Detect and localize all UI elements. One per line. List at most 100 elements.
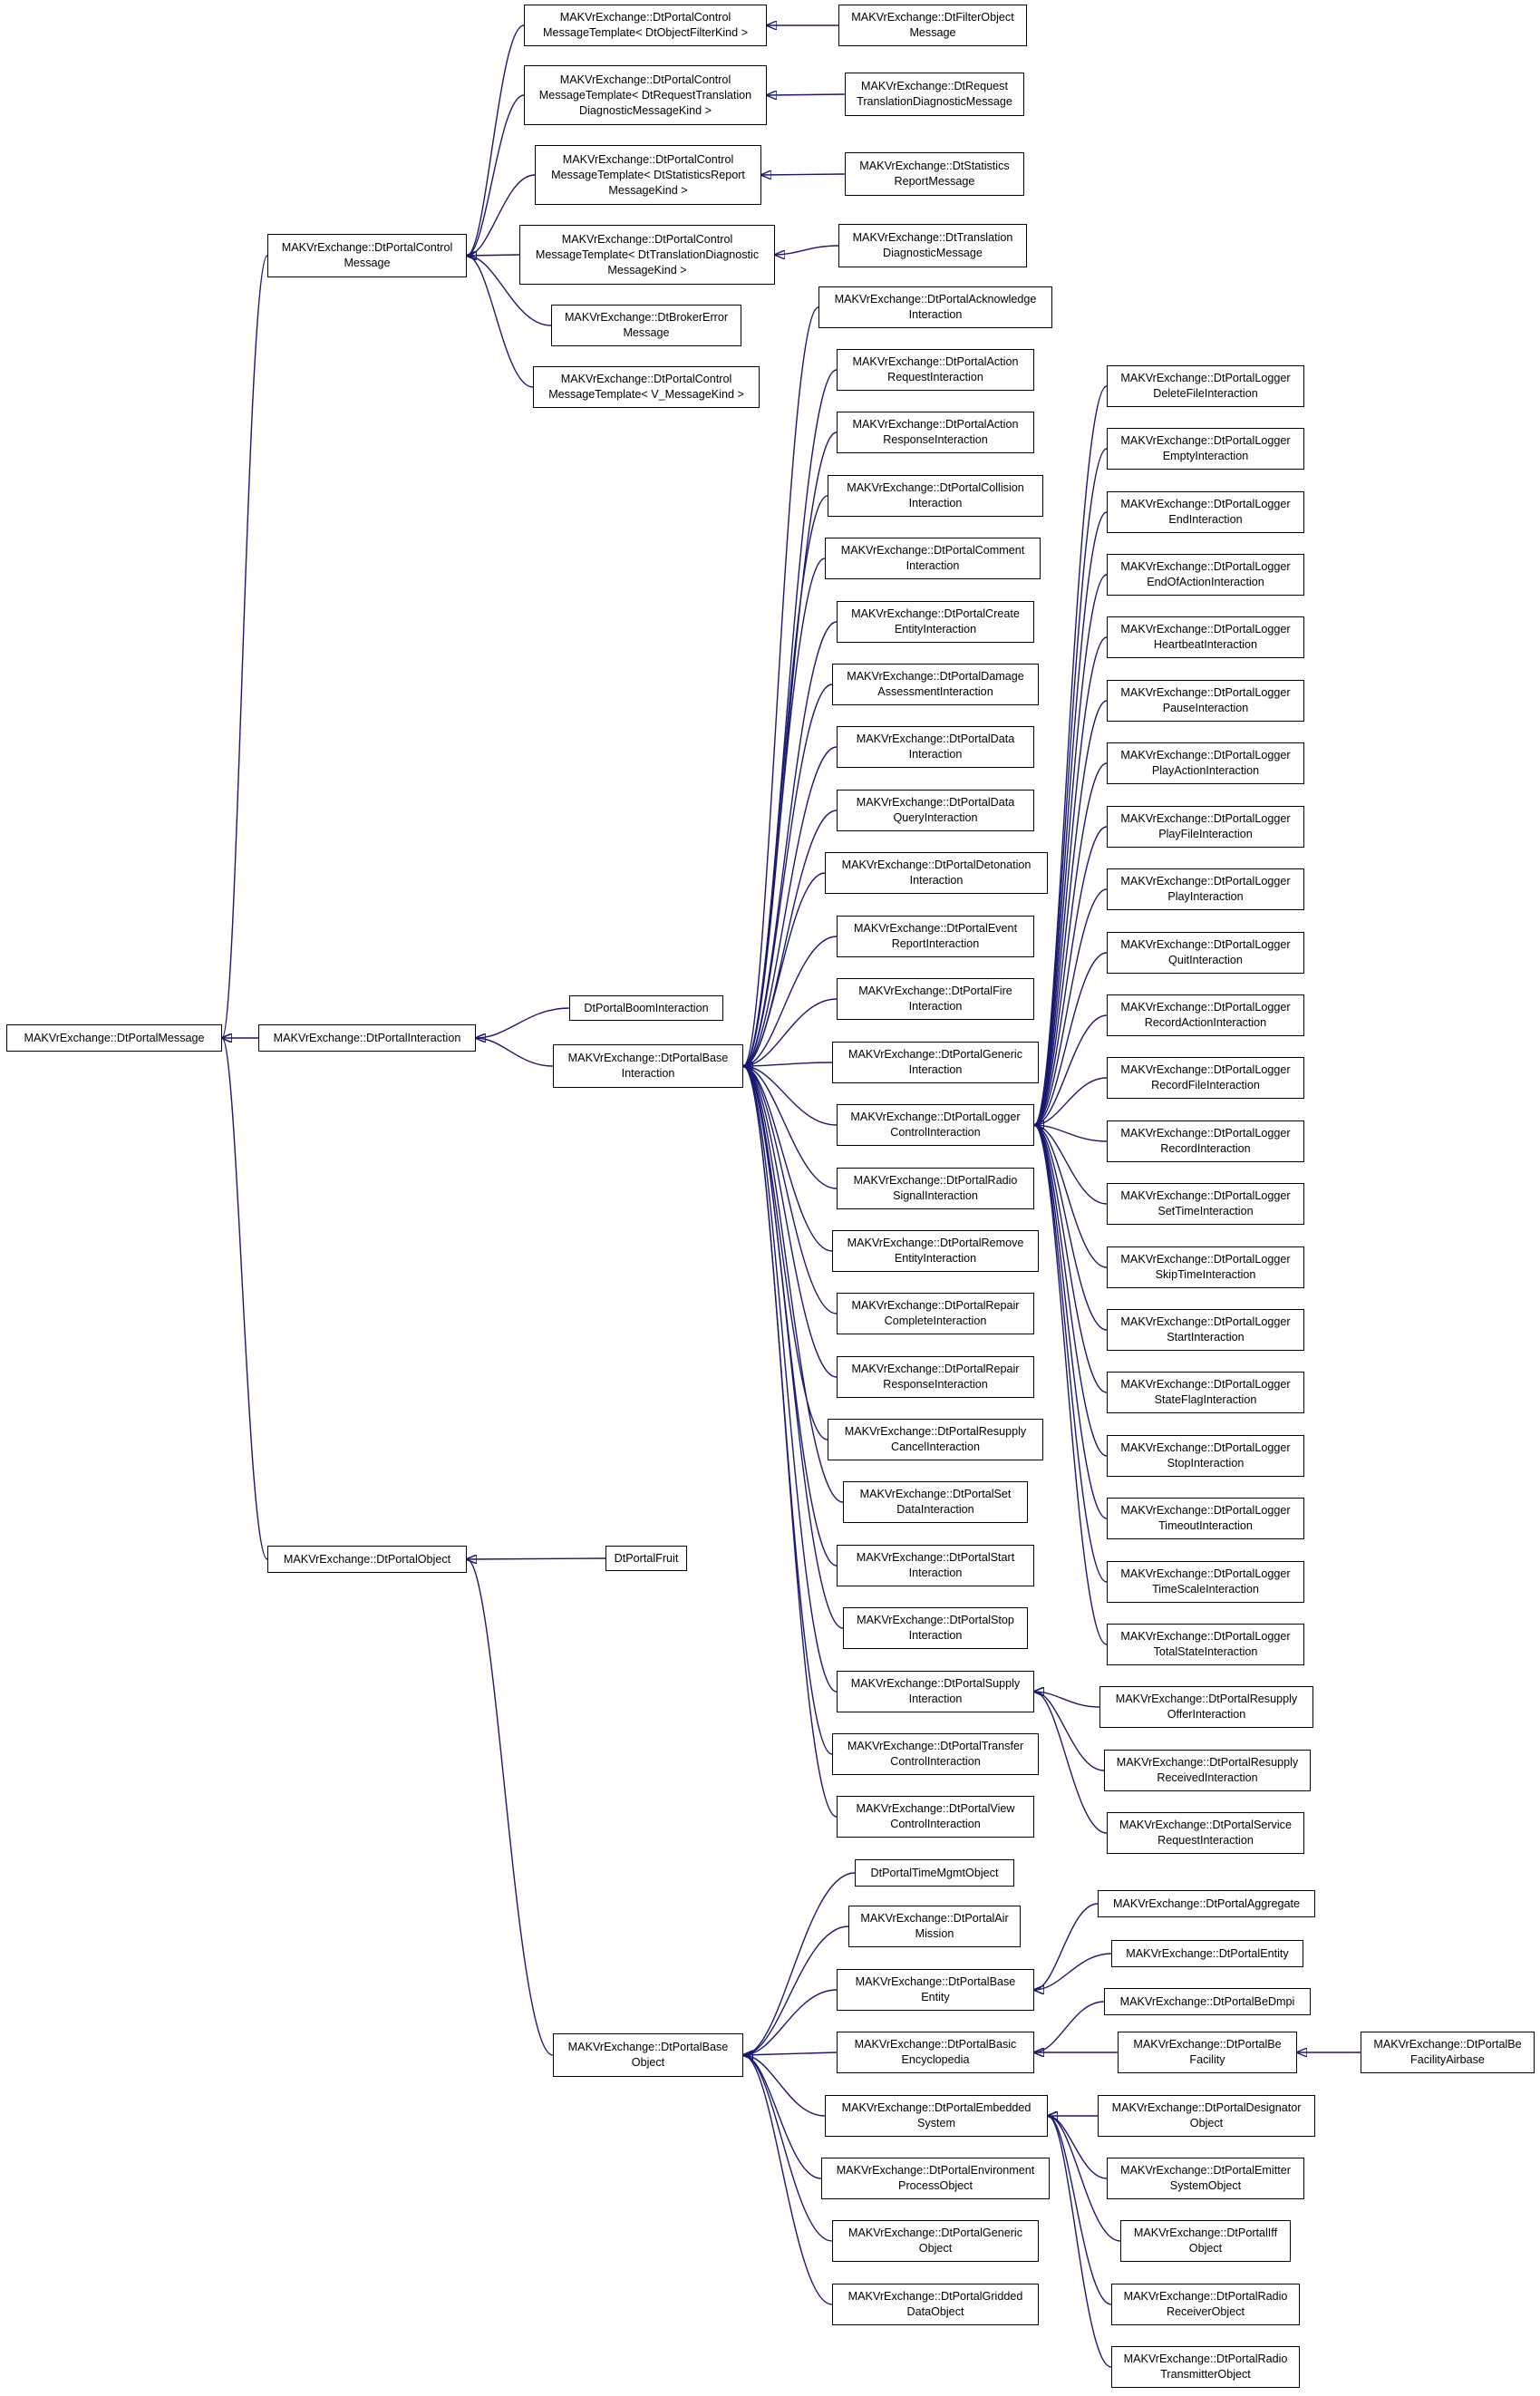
class-node-o-time-mgmt[interactable]: DtPortalTimeMgmtObject [855, 1859, 1014, 1887]
class-node-l-delete[interactable]: MAKVrExchange::DtPortalLogger DeleteFile… [1107, 365, 1304, 407]
class-node-msg[interactable]: MAKVrExchange::DtPortalMessage [6, 1024, 222, 1052]
class-node-o-generic[interactable]: MAKVrExchange::DtPortalGeneric Object [832, 2220, 1039, 2262]
inheritance-edge-baseInter-to-inter [476, 1038, 554, 1067]
class-node-broker-err[interactable]: MAKVrExchange::DtBrokerError Message [551, 305, 741, 346]
class-node-l-quit[interactable]: MAKVrExchange::DtPortalLogger QuitIntera… [1107, 932, 1304, 974]
class-node-i-start[interactable]: MAKVrExchange::DtPortalStart Interaction [837, 1545, 1034, 1586]
class-node-o-be-fac-air[interactable]: MAKVrExchange::DtPortalBe FacilityAirbas… [1361, 2032, 1535, 2073]
class-node-o-air[interactable]: MAKVrExchange::DtPortalAir Mission [848, 1906, 1021, 1947]
class-node-i-remove[interactable]: MAKVrExchange::DtPortalRemove EntityInte… [832, 1230, 1039, 1272]
class-node-o-encyc[interactable]: MAKVrExchange::DtPortalBasic Encyclopedi… [837, 2032, 1034, 2073]
class-node-i-damage[interactable]: MAKVrExchange::DtPortalDamage Assessment… [832, 664, 1039, 705]
class-node-base-obj[interactable]: MAKVrExchange::DtPortalBase Object [553, 2033, 743, 2077]
class-node-l-rec[interactable]: MAKVrExchange::DtPortalLogger RecordInte… [1107, 1120, 1304, 1162]
class-node-trans-msg[interactable]: MAKVrExchange::DtTranslation DiagnosticM… [838, 224, 1027, 267]
class-node-l-play-act[interactable]: MAKVrExchange::DtPortalLogger PlayAction… [1107, 742, 1304, 784]
class-node-o-be-fac[interactable]: MAKVrExchange::DtPortalBe Facility [1118, 2032, 1297, 2073]
class-node-o-env-proc[interactable]: MAKVrExchange::DtPortalEnvironment Proce… [821, 2158, 1050, 2199]
class-node-i-stop[interactable]: MAKVrExchange::DtPortalStop Interaction [843, 1607, 1028, 1649]
class-node-i-view[interactable]: MAKVrExchange::DtPortalView ControlInter… [837, 1796, 1034, 1838]
class-node-tpl-filter[interactable]: MAKVrExchange::DtPortalControl MessageTe… [524, 5, 767, 46]
inheritance-edge-o_aggregate-to-o_baseEnt [1034, 1903, 1099, 1990]
class-node-base-inter[interactable]: MAKVrExchange::DtPortalBase Interaction [553, 1044, 743, 1088]
class-node-i-data-q[interactable]: MAKVrExchange::DtPortalData QueryInterac… [837, 790, 1034, 831]
inheritance-edge-i_radio-to-baseInter [743, 1066, 838, 1189]
class-node-req-trans-msg[interactable]: MAKVrExchange::DtRequest TranslationDiag… [845, 73, 1024, 116]
class-node-ctrl[interactable]: MAKVrExchange::DtPortalControl Message [267, 234, 467, 277]
class-node-i-deton[interactable]: MAKVrExchange::DtPortalDetonation Intera… [825, 852, 1048, 894]
class-node-i-event[interactable]: MAKVrExchange::DtPortalEvent ReportInter… [837, 916, 1034, 957]
inheritance-edge-o_radioTrans-to-o_embedded [1048, 2116, 1112, 2368]
class-node-i-ack[interactable]: MAKVrExchange::DtPortalAcknowledge Inter… [818, 286, 1052, 328]
class-node-l-start[interactable]: MAKVrExchange::DtPortalLogger StartInter… [1107, 1309, 1304, 1351]
inheritance-edge-i_data-to-baseInter [743, 746, 838, 1066]
class-node-filter-msg[interactable]: MAKVrExchange::DtFilterObject Message [838, 5, 1027, 46]
inheritance-edge-l_stop-to-i_logger [1034, 1125, 1108, 1457]
class-node-i-comm[interactable]: MAKVrExchange::DtPortalComment Interacti… [825, 538, 1041, 579]
class-node-l-heart[interactable]: MAKVrExchange::DtPortalLogger HeartbeatI… [1107, 616, 1304, 658]
class-node-i-act-req[interactable]: MAKVrExchange::DtPortalAction RequestInt… [837, 349, 1034, 391]
class-node-l-play[interactable]: MAKVrExchange::DtPortalLogger PlayIntera… [1107, 868, 1304, 910]
class-node-l-rec-file[interactable]: MAKVrExchange::DtPortalLogger RecordFile… [1107, 1057, 1304, 1099]
class-node-s-offer[interactable]: MAKVrExchange::DtPortalResupply OfferInt… [1099, 1686, 1313, 1728]
class-node-stats-msg[interactable]: MAKVrExchange::DtStatistics ReportMessag… [845, 152, 1024, 196]
class-node-o-gridded[interactable]: MAKVrExchange::DtPortalGridded DataObjec… [832, 2284, 1039, 2325]
inheritance-edge-o_entity-to-o_baseEnt [1034, 1953, 1112, 1990]
class-node-l-state-flag[interactable]: MAKVrExchange::DtPortalLogger StateFlagI… [1107, 1372, 1304, 1413]
class-node-tpl-v[interactable]: MAKVrExchange::DtPortalControl MessageTe… [533, 366, 760, 408]
inheritance-edge-l_timeScale-to-i_logger [1034, 1125, 1108, 1583]
class-node-l-time-scale[interactable]: MAKVrExchange::DtPortalLogger TimeScaleI… [1107, 1561, 1304, 1603]
class-node-l-total[interactable]: MAKVrExchange::DtPortalLogger TotalState… [1107, 1624, 1304, 1665]
class-node-i-fire[interactable]: MAKVrExchange::DtPortalFire Interaction [837, 978, 1034, 1020]
class-node-tpl-trans[interactable]: MAKVrExchange::DtPortalControl MessageTe… [519, 225, 775, 285]
class-node-i-res-cancel[interactable]: MAKVrExchange::DtPortalResupply CancelIn… [828, 1419, 1043, 1460]
class-node-l-end[interactable]: MAKVrExchange::DtPortalLogger EndInterac… [1107, 491, 1304, 533]
class-node-o-embedded[interactable]: MAKVrExchange::DtPortalEmbedded System [825, 2095, 1048, 2137]
class-node-s-received[interactable]: MAKVrExchange::DtPortalResupply Received… [1104, 1750, 1311, 1791]
class-node-i-rep-comp[interactable]: MAKVrExchange::DtPortalRepair CompleteIn… [837, 1293, 1034, 1334]
class-node-obj[interactable]: MAKVrExchange::DtPortalObject [267, 1546, 467, 1573]
inheritance-edge-o_baseEnt-to-baseObj [743, 1989, 838, 2055]
inheritance-edge-tplTrans-to-ctrl [467, 255, 520, 256]
class-node-i-create[interactable]: MAKVrExchange::DtPortalCreate EntityInte… [837, 601, 1034, 643]
class-node-l-skip[interactable]: MAKVrExchange::DtPortalLogger SkipTimeIn… [1107, 1247, 1304, 1288]
class-node-o-be-dmpi[interactable]: MAKVrExchange::DtPortalBeDmpi [1104, 1988, 1311, 2015]
class-node-tpl-req-trans[interactable]: MAKVrExchange::DtPortalControl MessageTe… [524, 65, 767, 125]
class-node-i-generic[interactable]: MAKVrExchange::DtPortalGeneric Interacti… [832, 1042, 1039, 1083]
class-node-fruit[interactable]: DtPortalFruit [605, 1546, 687, 1571]
inheritance-edge-i_repResp-to-baseInter [743, 1066, 838, 1378]
class-node-o-base-ent[interactable]: MAKVrExchange::DtPortalBase Entity [837, 1969, 1034, 2011]
class-node-i-set-data[interactable]: MAKVrExchange::DtPortalSet DataInteracti… [843, 1481, 1028, 1523]
class-node-o-radio-trans[interactable]: MAKVrExchange::DtPortalRadio Transmitter… [1111, 2346, 1300, 2388]
class-node-l-pause[interactable]: MAKVrExchange::DtPortalLogger PauseInter… [1107, 680, 1304, 722]
class-node-o-entity[interactable]: MAKVrExchange::DtPortalEntity [1111, 1940, 1303, 1967]
class-node-l-play-file[interactable]: MAKVrExchange::DtPortalLogger PlayFileIn… [1107, 806, 1304, 848]
class-node-o-emitter[interactable]: MAKVrExchange::DtPortalEmitter SystemObj… [1107, 2158, 1304, 2199]
class-node-l-set-time[interactable]: MAKVrExchange::DtPortalLogger SetTimeInt… [1107, 1183, 1304, 1225]
class-node-boom[interactable]: DtPortalBoomInteraction [569, 995, 723, 1021]
class-node-o-iff[interactable]: MAKVrExchange::DtPortalIff Object [1120, 2220, 1291, 2262]
class-node-o-aggregate[interactable]: MAKVrExchange::DtPortalAggregate [1098, 1890, 1315, 1917]
class-node-i-supply[interactable]: MAKVrExchange::DtPortalSupply Interactio… [837, 1671, 1034, 1712]
class-node-o-radio-recv[interactable]: MAKVrExchange::DtPortalRadio ReceiverObj… [1111, 2284, 1300, 2325]
class-node-l-end-act[interactable]: MAKVrExchange::DtPortalLogger EndOfActio… [1107, 554, 1304, 596]
class-node-o-designator[interactable]: MAKVrExchange::DtPortalDesignator Object [1098, 2095, 1315, 2137]
class-node-l-empty[interactable]: MAKVrExchange::DtPortalLogger EmptyInter… [1107, 428, 1304, 470]
class-node-i-act-resp[interactable]: MAKVrExchange::DtPortalAction ResponseIn… [837, 412, 1034, 453]
class-node-l-stop[interactable]: MAKVrExchange::DtPortalLogger StopIntera… [1107, 1435, 1304, 1477]
class-node-inter[interactable]: MAKVrExchange::DtPortalInteraction [258, 1024, 476, 1052]
class-node-i-coll[interactable]: MAKVrExchange::DtPortalCollision Interac… [828, 475, 1043, 517]
class-node-i-rep-resp[interactable]: MAKVrExchange::DtPortalRepair ResponseIn… [837, 1356, 1034, 1398]
class-node-i-radio[interactable]: MAKVrExchange::DtPortalRadio SignalInter… [837, 1168, 1034, 1209]
inheritance-edge-reqTransMsg-to-tplReqTrans [767, 94, 846, 95]
inheritance-edge-i_view-to-baseInter [743, 1066, 838, 1818]
inheritance-edge-l_pause-to-i_logger [1034, 700, 1108, 1125]
class-node-l-timeout[interactable]: MAKVrExchange::DtPortalLogger TimeoutInt… [1107, 1498, 1304, 1539]
class-node-l-rec-act[interactable]: MAKVrExchange::DtPortalLogger RecordActi… [1107, 994, 1304, 1036]
class-node-i-logger[interactable]: MAKVrExchange::DtPortalLogger ControlInt… [837, 1104, 1034, 1146]
class-node-i-data[interactable]: MAKVrExchange::DtPortalData Interaction [837, 726, 1034, 768]
class-node-i-transfer[interactable]: MAKVrExchange::DtPortalTransfer ControlI… [832, 1733, 1039, 1775]
class-node-s-service[interactable]: MAKVrExchange::DtPortalService RequestIn… [1107, 1812, 1304, 1854]
class-node-tpl-stats[interactable]: MAKVrExchange::DtPortalControl MessageTe… [535, 145, 761, 205]
inheritance-edge-l_stateFlag-to-i_logger [1034, 1125, 1108, 1393]
